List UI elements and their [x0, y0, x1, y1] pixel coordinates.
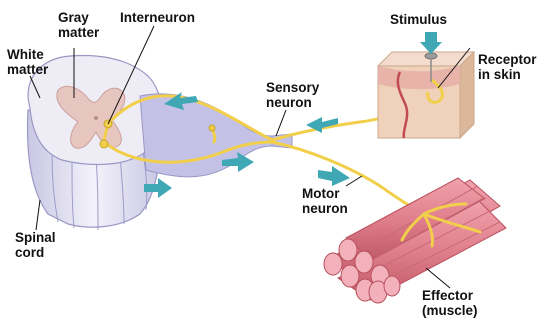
label-effector-line2: (muscle) [422, 303, 478, 318]
label-stimulus: Stimulus [390, 12, 447, 27]
label-motor-neuron-line2: neuron [302, 201, 348, 216]
label-sensory-neuron-line2: neuron [266, 95, 319, 110]
arrow-stimulus-down [420, 32, 442, 54]
label-effector-line1: Effector [422, 288, 478, 303]
label-spinal-cord: Spinal cord [15, 230, 56, 260]
spinal-cord [28, 56, 162, 230]
label-receptor-line2: in skin [478, 67, 537, 82]
label-interneuron: Interneuron [120, 10, 195, 25]
skin-block [378, 52, 474, 138]
label-motor-neuron-line1: Motor [302, 186, 348, 201]
label-receptor: Receptor in skin [478, 52, 537, 82]
label-spinal-cord-line2: cord [15, 245, 56, 260]
label-gray-matter-line2: matter [58, 25, 99, 40]
motor-neuron-cell-body [100, 140, 108, 148]
label-sensory-neuron: Sensory neuron [266, 80, 319, 110]
label-receptor-line1: Receptor [478, 52, 537, 67]
leader-sensory-neuron [276, 110, 286, 136]
label-gray-matter-line1: Gray [58, 10, 99, 25]
arrow-motor-out-3 [318, 166, 350, 186]
label-white-matter-line1: White [7, 47, 48, 62]
label-sensory-neuron-line1: Sensory [266, 80, 319, 95]
label-gray-matter: Gray matter [58, 10, 99, 40]
label-interneuron-text: Interneuron [120, 10, 195, 25]
label-spinal-cord-line1: Spinal [15, 230, 56, 245]
leader-effector [426, 268, 450, 288]
label-white-matter: White matter [7, 47, 48, 77]
label-stimulus-text: Stimulus [390, 12, 447, 27]
effector-muscle [324, 178, 506, 303]
label-effector: Effector (muscle) [422, 288, 478, 318]
leader-spinal-cord [36, 200, 40, 230]
sensory-ganglion-cell [209, 125, 215, 131]
label-white-matter-line2: matter [7, 62, 48, 77]
label-motor-neuron: Motor neuron [302, 186, 348, 216]
